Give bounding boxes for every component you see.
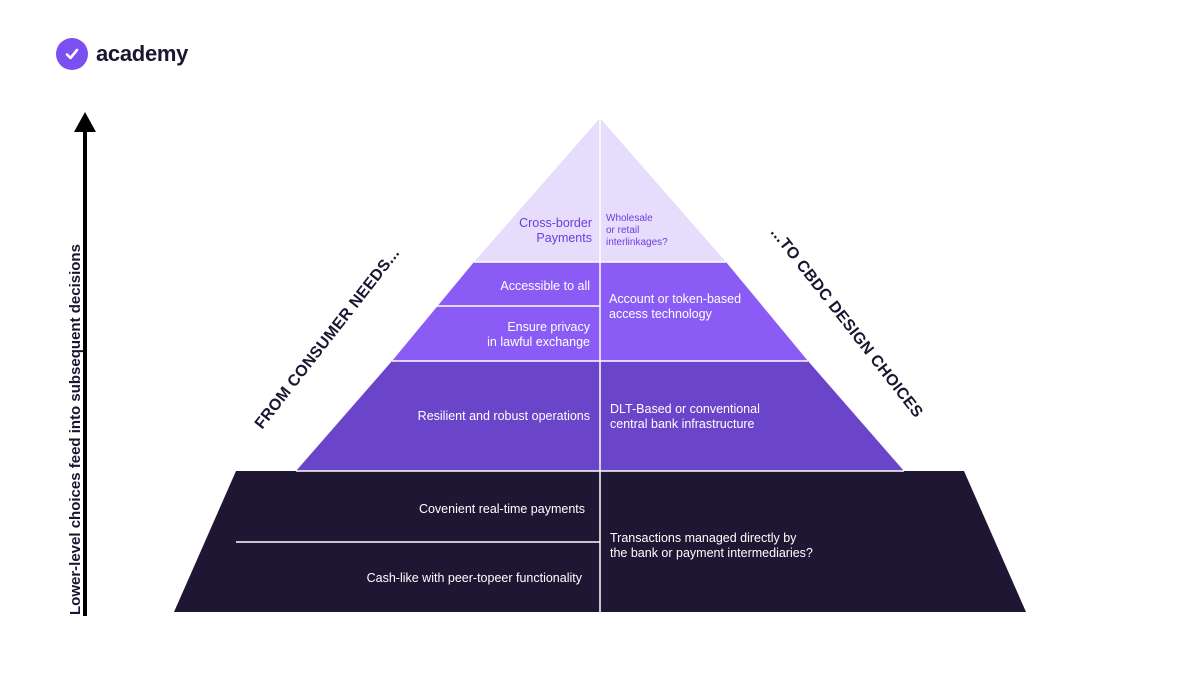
check-badge-icon <box>56 38 88 70</box>
need-cash-like: Cash-like with peer-topeer functionality <box>366 571 582 585</box>
brand-name: academy <box>96 41 189 66</box>
axis-arrow-head <box>74 112 96 132</box>
brand-logo: academy <box>56 38 188 70</box>
need-accessible: Accessible to all <box>500 279 590 293</box>
axis-label: Lower-level choices feed into subsequent… <box>67 244 84 615</box>
need-resilient: Resilient and robust operations <box>417 409 590 423</box>
need-realtime: Covenient real-time payments <box>418 502 585 516</box>
